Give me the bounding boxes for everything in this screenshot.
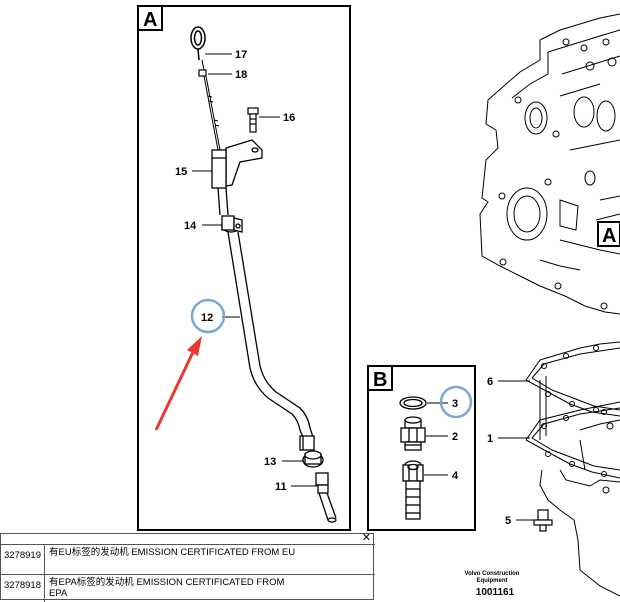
hose-connector xyxy=(402,460,424,520)
tube-lower-fitting xyxy=(299,435,315,451)
callout-16: 16 xyxy=(283,112,295,124)
callout-11: 11 xyxy=(275,481,287,493)
callout-13: 13 xyxy=(264,456,276,468)
callout-3: 3 xyxy=(452,398,458,410)
legend-row: 3278919 有EU标签的发动机 EMISSION CERTIFICATED … xyxy=(1,544,375,575)
callout-2: 2 xyxy=(452,431,458,443)
dipstick-handle xyxy=(190,26,206,61)
callout-17: 17 xyxy=(235,49,247,61)
lower-nut xyxy=(302,450,324,468)
legend-description: 有EU标签的发动机 EMISSION CERTIFICATED FROM EU xyxy=(49,547,296,558)
legend-row: 3278918 有EPA标签的发动机 EMISSION CERTIFICATED… xyxy=(1,574,375,602)
callout-6: 6 xyxy=(487,376,493,388)
callout-15: 15 xyxy=(175,166,187,178)
oil-pan xyxy=(525,341,620,597)
tube-clamp xyxy=(221,215,243,233)
caption-line1: Volvo Construction xyxy=(465,571,520,577)
engine-block xyxy=(479,13,620,315)
panel-a-label: A xyxy=(143,9,157,31)
caption-code: 1001161 xyxy=(476,587,515,598)
close-icon[interactable]: ✕ xyxy=(361,532,371,544)
adapter-fitting xyxy=(400,416,426,451)
red-arrow xyxy=(154,336,202,431)
legend-description: 有EPA标签的发动机 EMISSION CERTIFICATED FROM EP… xyxy=(49,577,285,599)
part-legend-popup: ✕ 3278919 有EU标签的发动机 EMISSION CERTIFICATE… xyxy=(0,532,375,602)
highlight-circle-12 xyxy=(190,298,226,334)
engine-view-tag xyxy=(597,221,620,247)
dipstick-rod xyxy=(201,59,221,151)
seal-ring xyxy=(399,396,427,410)
panel-b-frame xyxy=(367,365,476,531)
panel-b-tag xyxy=(367,365,393,391)
callout-12: 12 xyxy=(201,312,213,324)
panel-b-leaders xyxy=(424,402,448,476)
legend-part-number: 3278918 xyxy=(1,575,45,602)
lower-tube-stub xyxy=(315,472,337,523)
highlight-circle-3 xyxy=(439,385,473,419)
dipstick-seal xyxy=(198,69,207,77)
panel-b-label: B xyxy=(373,369,387,391)
legend-part-number: 3278919 xyxy=(1,545,45,575)
callout-14: 14 xyxy=(184,220,197,232)
callout-5: 5 xyxy=(505,515,511,527)
tube-upper xyxy=(211,139,263,216)
panel-a-tag xyxy=(137,5,163,31)
callout-1: 1 xyxy=(487,433,493,445)
caption-line2: Equipment xyxy=(477,578,508,584)
drain-bolt xyxy=(533,509,553,532)
oil-pan-leaders xyxy=(498,380,534,521)
panel-a-frame xyxy=(137,5,351,531)
bolt xyxy=(247,107,259,133)
callout-4: 4 xyxy=(452,470,459,482)
engine-view-label: A xyxy=(602,225,616,247)
dipstick-tube xyxy=(227,231,315,441)
callout-18: 18 xyxy=(235,69,247,81)
